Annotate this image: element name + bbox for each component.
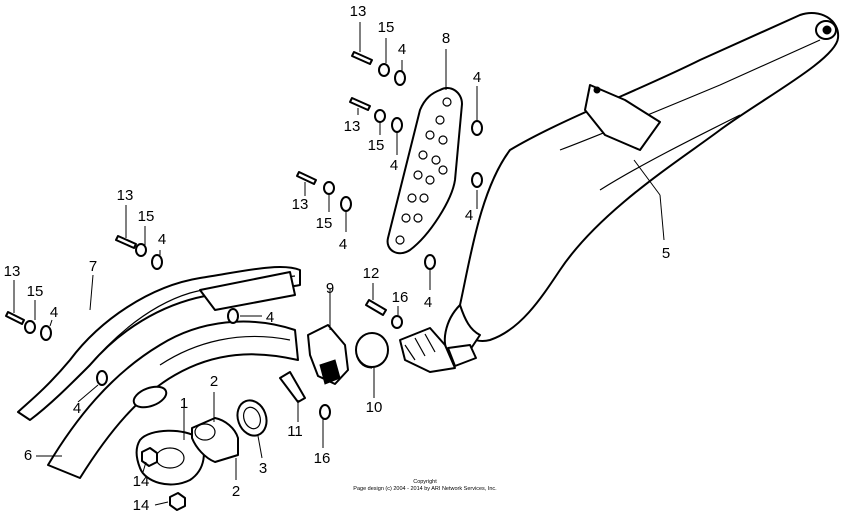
leader-lines (13, 22, 665, 506)
callout-4: 4 (473, 69, 481, 86)
callout-4: 4 (424, 294, 432, 311)
callout-13: 13 (117, 187, 134, 204)
pipe-end-ring-part (132, 385, 168, 409)
clamp-bolt-part (279, 371, 306, 403)
bolt-13-left (115, 235, 137, 249)
callout-4: 4 (398, 41, 406, 58)
callout-15: 15 (378, 19, 395, 36)
callout-2: 2 (232, 483, 240, 500)
callout-4: 4 (390, 157, 398, 174)
joint-flange-part (135, 429, 205, 486)
callout-14: 14 (133, 497, 150, 514)
callout-15: 15 (138, 208, 155, 225)
callout-11: 11 (287, 423, 303, 440)
muffler-part (399, 12, 840, 373)
nuts (141, 447, 186, 511)
callout-13: 13 (344, 118, 361, 135)
callout-4: 4 (266, 309, 274, 326)
bolt-13-middle (296, 171, 317, 185)
callout-3: 3 (259, 460, 267, 477)
callout-2: 2 (210, 373, 218, 390)
callout-14: 14 (133, 473, 150, 490)
callout-9: 9 (326, 280, 334, 297)
callout-1: 1 (180, 395, 188, 412)
callout-13: 13 (292, 196, 309, 213)
callout-labels: 13 15 4 8 4 13 15 4 4 13 15 4 5 13 15 4 … (4, 3, 671, 514)
copyright-text: Page design (c) 2004 - 2014 by ARI Netwo… (353, 486, 497, 492)
clamp-part (307, 324, 349, 385)
gasket-part (236, 399, 268, 437)
callout-13: 13 (4, 263, 21, 280)
callout-16: 16 (314, 450, 331, 467)
collar-part (191, 417, 239, 463)
callout-8: 8 (442, 30, 450, 47)
callout-15: 15 (368, 137, 385, 154)
callout-4: 4 (50, 304, 58, 321)
copyright-title: Copyright (413, 479, 437, 485)
callout-5: 5 (662, 245, 670, 262)
callout-7: 7 (89, 258, 97, 275)
exhaust-pipe-part (47, 320, 299, 479)
callout-16: 16 (392, 289, 409, 306)
callout-6: 6 (24, 447, 32, 464)
washers (24, 63, 483, 420)
callout-10: 10 (366, 399, 383, 416)
bolt-13-far-left (5, 311, 25, 325)
bolt-13-upper (349, 97, 371, 111)
heat-shield-plate-part (386, 86, 463, 255)
callout-4: 4 (339, 236, 347, 253)
copyright-notice: Copyright Page design (c) 2004 - 2014 by… (330, 479, 520, 493)
callout-13: 13 (350, 3, 367, 20)
callout-4: 4 (465, 207, 473, 224)
callout-15: 15 (27, 283, 44, 300)
callout-15: 15 (316, 215, 333, 232)
bolt-13-top (351, 51, 373, 65)
callout-4: 4 (158, 231, 166, 248)
sleeve-part (355, 332, 389, 369)
callout-12: 12 (363, 265, 380, 282)
pipe-protector-part (17, 266, 301, 421)
bolt-12 (365, 299, 387, 316)
callout-4: 4 (73, 400, 81, 417)
